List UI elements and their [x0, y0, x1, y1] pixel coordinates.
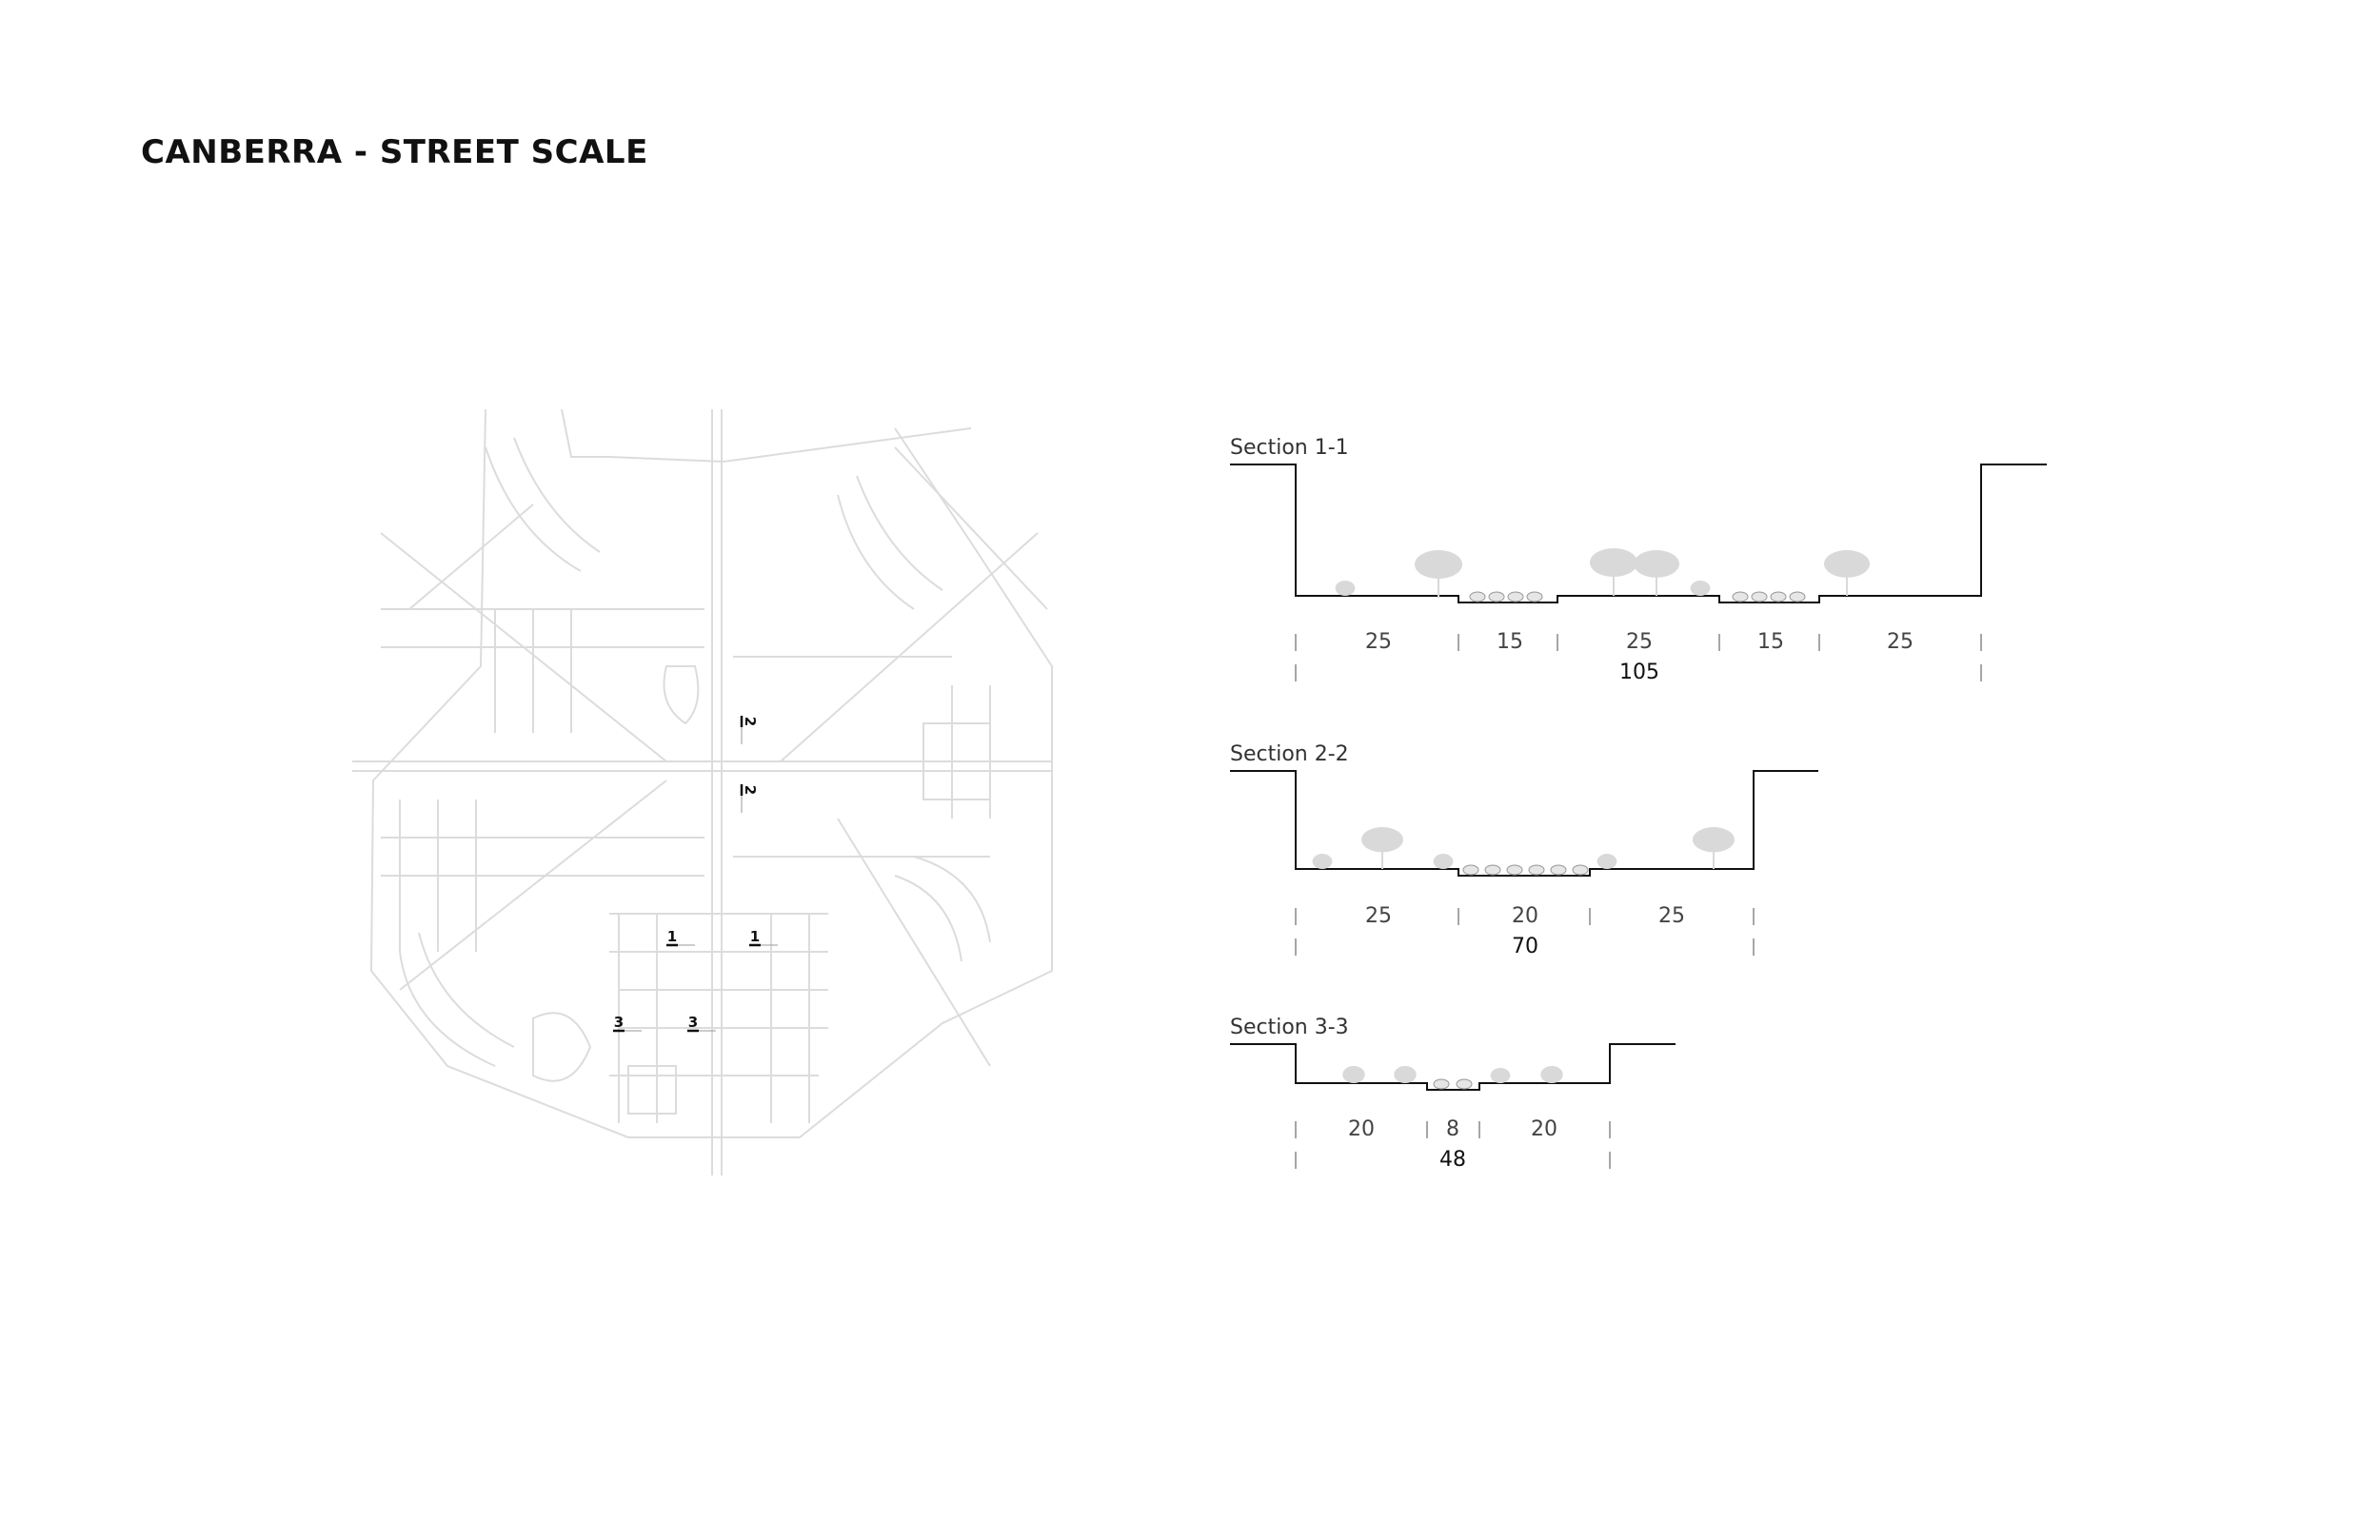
bush-icon [1597, 854, 1617, 869]
section-marker-3: 3 [687, 1014, 716, 1033]
section-marker-2: 2 [740, 716, 759, 744]
car-icon [1789, 591, 1806, 602]
section-2-total: 70 [1512, 935, 1538, 958]
tree-icon [1693, 827, 1735, 869]
car-icon [1526, 591, 1543, 602]
section-3-segment-3: 20 [1531, 1117, 1557, 1141]
section-2-segment-3: 25 [1658, 904, 1685, 928]
bush-icon [1690, 581, 1711, 596]
car-icon [1484, 864, 1501, 876]
road-9 [837, 818, 991, 1067]
bush-icon [1335, 581, 1356, 596]
section-1-segment-2: 15 [1497, 630, 1523, 654]
road-38 [856, 475, 943, 591]
road-1 [561, 408, 972, 464]
section-marker-1: 1 [666, 928, 695, 947]
road-11 [408, 503, 534, 610]
car-icon [1462, 864, 1479, 876]
section-1-segment-5: 25 [1887, 630, 1914, 654]
car-icon [1469, 591, 1486, 602]
section-1-line [1230, 464, 2047, 603]
road-43 [663, 665, 700, 725]
road-7 [399, 780, 667, 991]
section-marker-1: 1 [749, 928, 778, 947]
car-icon [1506, 864, 1523, 876]
section-1-segment-1: 25 [1365, 630, 1392, 654]
car-icon [1433, 1078, 1450, 1090]
section-3-profile [1230, 1043, 1676, 1169]
section-1-profile [1230, 464, 2047, 681]
section-2-line [1230, 770, 1818, 877]
section-marker-3: 3 [613, 1014, 642, 1033]
section-3-line [1230, 1043, 1676, 1091]
tree-icon [1415, 550, 1462, 598]
page-title: CANBERRA - STREET SCALE [141, 133, 648, 171]
tree-icon [1824, 550, 1870, 596]
road-45 [627, 1065, 677, 1115]
bush-icon [1433, 854, 1454, 869]
section-1-segment-3: 25 [1626, 630, 1653, 654]
section-1-segment-4: 15 [1757, 630, 1784, 654]
section-marker-label: 1 [750, 928, 760, 945]
section-2-title: Section 2-2 [1230, 742, 1349, 766]
road-36 [513, 437, 601, 553]
road-39 [399, 951, 496, 1067]
road-network [352, 408, 1053, 1175]
tree-icon [1634, 550, 1679, 596]
tree-icon [1361, 827, 1403, 869]
section-markers: 1 1 2 2 3 3 [613, 716, 778, 1033]
bush-icon [1490, 1068, 1511, 1083]
bush-icon [1540, 1066, 1563, 1083]
section-3-total: 48 [1439, 1148, 1466, 1172]
road-40 [418, 932, 515, 1048]
bush-icon [1312, 854, 1333, 869]
bush-icon [1394, 1066, 1417, 1083]
road-37 [837, 494, 915, 610]
car-icon [1507, 591, 1524, 602]
road-44 [922, 722, 991, 800]
road-35 [485, 446, 582, 572]
road-10 [894, 446, 1048, 610]
section-marker-2: 2 [740, 784, 759, 813]
section-3-title: Section 3-3 [1230, 1016, 1349, 1039]
road-8 [780, 532, 1039, 762]
section-marker-label: 1 [667, 928, 677, 945]
car-icon [1488, 591, 1505, 602]
section-2-profile [1230, 770, 1818, 956]
road-42 [913, 856, 991, 943]
car-icon [1550, 864, 1567, 876]
car-icon [1528, 864, 1545, 876]
car-icon [1732, 591, 1749, 602]
section-marker-label: 2 [742, 717, 759, 726]
car-icon [1456, 1078, 1473, 1090]
road-41 [894, 875, 962, 962]
section-1-title: Section 1-1 [1230, 436, 1349, 460]
section-2-segment-2: 20 [1512, 904, 1538, 928]
car-icon [1572, 864, 1589, 876]
section-marker-label: 2 [742, 785, 759, 795]
bush-icon [1342, 1066, 1365, 1083]
section-marker-label: 3 [614, 1014, 624, 1031]
section-marker-label: 3 [688, 1014, 698, 1031]
car-icon [1770, 591, 1787, 602]
section-1-total: 105 [1619, 661, 1659, 684]
car-icon [1751, 591, 1768, 602]
road-46 [532, 1012, 592, 1082]
section-3-segment-1: 20 [1348, 1117, 1375, 1141]
section-3-segment-2: 8 [1446, 1117, 1459, 1141]
section-2-segment-1: 25 [1365, 904, 1392, 928]
tree-icon [1590, 548, 1637, 596]
